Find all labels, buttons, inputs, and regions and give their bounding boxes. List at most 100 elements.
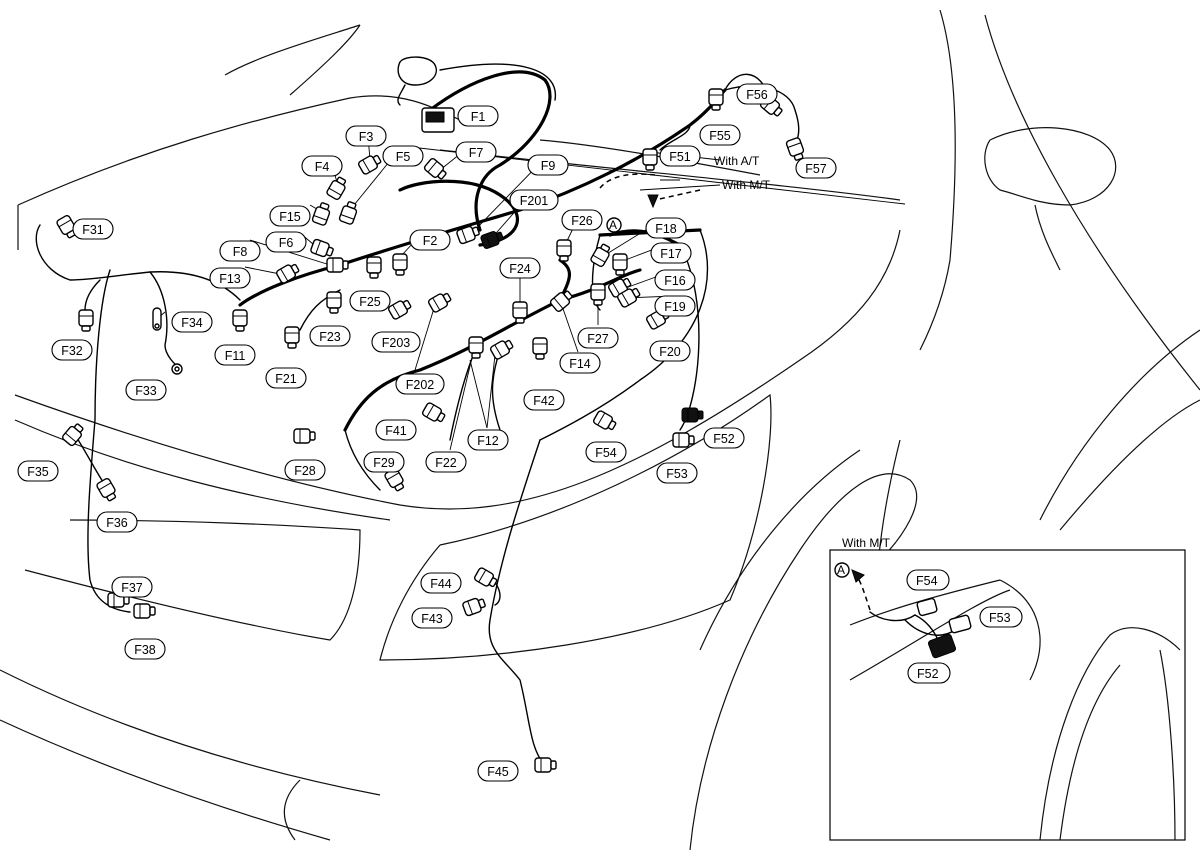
label-f31: F31 bbox=[72, 218, 114, 240]
label-f29: F29 bbox=[363, 451, 405, 473]
connector-f36 bbox=[96, 477, 117, 502]
label-f4-text: F4 bbox=[315, 160, 330, 174]
inset-connector-f54 bbox=[916, 597, 938, 617]
label-f26: F26 bbox=[561, 209, 603, 231]
connector-f28 bbox=[293, 428, 316, 444]
connector-f19 bbox=[616, 287, 641, 308]
label-f52-text: F52 bbox=[713, 432, 735, 446]
label-f22: F22 bbox=[425, 451, 467, 473]
label-f53-text: F53 bbox=[666, 467, 688, 481]
label-f16-text: F16 bbox=[664, 274, 686, 288]
label-f53: F53 bbox=[656, 462, 698, 484]
label-f18: F18 bbox=[645, 217, 687, 239]
label-f57: F57 bbox=[795, 157, 837, 179]
label-f202: F202 bbox=[395, 373, 445, 395]
label-f37-text: F37 bbox=[121, 581, 143, 595]
label-f33-text: F33 bbox=[135, 384, 157, 398]
connector-f45 bbox=[534, 757, 557, 773]
ground-terminal-f33 bbox=[171, 363, 183, 375]
inset-label-f52-box bbox=[907, 662, 951, 684]
label-f2: F2 bbox=[409, 229, 451, 251]
connector-f18 bbox=[590, 243, 611, 268]
label-f21-text: F21 bbox=[275, 372, 297, 386]
label-f17: F17 bbox=[650, 242, 692, 264]
label-f41-text: F41 bbox=[385, 424, 407, 438]
inset-title: With M/T bbox=[842, 536, 891, 550]
inset-connector-f53 bbox=[948, 614, 972, 634]
label-f12-text: F12 bbox=[477, 434, 499, 448]
connector-f17 bbox=[612, 253, 628, 276]
connector-layer bbox=[56, 88, 805, 773]
label-f202-text: F202 bbox=[406, 378, 435, 392]
label-f43: F43 bbox=[411, 607, 453, 629]
label-f2-text: F2 bbox=[423, 234, 438, 248]
connector-f202 bbox=[427, 292, 452, 313]
inset-label-f53: F53 bbox=[989, 611, 1011, 625]
label-f55: F55 bbox=[699, 124, 741, 146]
connector-f8 bbox=[326, 257, 349, 273]
with-mt-note: With M/T bbox=[722, 178, 771, 192]
connector-f55 bbox=[708, 88, 724, 111]
label-f19: F19 bbox=[654, 295, 696, 317]
label-f44-text: F44 bbox=[430, 577, 452, 591]
label-f43-text: F43 bbox=[421, 612, 443, 626]
label-f25: F25 bbox=[349, 290, 391, 312]
label-f33: F33 bbox=[125, 379, 167, 401]
label-f1: F1 bbox=[457, 105, 499, 127]
connector-f38 bbox=[133, 603, 156, 619]
connector-f41 bbox=[421, 402, 446, 423]
arrow-down-icon bbox=[647, 194, 659, 209]
label-f28: F28 bbox=[284, 459, 326, 481]
connector-f21 bbox=[284, 326, 300, 349]
label-f5: F5 bbox=[382, 145, 424, 167]
label-f36: F36 bbox=[96, 511, 138, 533]
connector-f22 bbox=[468, 336, 484, 359]
connector-f42 bbox=[532, 337, 548, 360]
label-f57-text: F57 bbox=[805, 162, 827, 176]
label-f7: F7 bbox=[455, 141, 497, 163]
label-f21: F21 bbox=[265, 367, 307, 389]
label-f34: F34 bbox=[171, 311, 213, 333]
label-f15-text: F15 bbox=[279, 210, 301, 224]
connector-f2 bbox=[392, 253, 408, 276]
label-f52: F52 bbox=[703, 427, 745, 449]
transmission-notes: With A/T With M/T A bbox=[599, 154, 771, 233]
fuse-block-part bbox=[397, 56, 455, 133]
connector-f4 bbox=[326, 176, 347, 201]
label-f201-text: F201 bbox=[520, 194, 549, 208]
label-f36-text: F36 bbox=[106, 516, 128, 530]
connector-f15 bbox=[311, 202, 331, 226]
label-f3-text: F3 bbox=[359, 130, 374, 144]
connector-f23 bbox=[326, 291, 342, 314]
inset-with-mt: With M/T A F54 F53 F52 bbox=[829, 536, 1186, 841]
connector-f54 bbox=[592, 410, 617, 431]
label-f27: F27 bbox=[577, 327, 619, 349]
connector-f24 bbox=[512, 301, 528, 324]
label-f38: F38 bbox=[124, 638, 166, 660]
connector-f7 bbox=[423, 158, 447, 180]
ref-marker-a: A bbox=[609, 218, 617, 232]
connector-f27 bbox=[590, 283, 606, 306]
label-f11-text: F11 bbox=[225, 349, 246, 363]
label-f15: F15 bbox=[269, 205, 311, 227]
label-f3: F3 bbox=[345, 125, 387, 147]
connector-f11 bbox=[232, 309, 248, 332]
label-f34-text: F34 bbox=[181, 316, 203, 330]
label-f20: F20 bbox=[649, 340, 691, 362]
connector-f9 bbox=[456, 225, 480, 245]
label-f11: F11 bbox=[214, 344, 256, 366]
inset-connector-f52 bbox=[927, 633, 957, 659]
label-f22-text: F22 bbox=[435, 456, 457, 470]
connector-f14 bbox=[549, 290, 573, 312]
label-f51-text: F51 bbox=[669, 150, 691, 164]
inset-label-f53-box bbox=[979, 606, 1023, 628]
label-f24: F24 bbox=[499, 257, 541, 279]
connector-f6 bbox=[310, 238, 334, 258]
connector-f13 bbox=[275, 263, 300, 284]
with-at-note: With A/T bbox=[714, 154, 760, 168]
label-f17-text: F17 bbox=[660, 247, 682, 261]
label-f5-text: F5 bbox=[396, 150, 411, 164]
inset-label-f54-box bbox=[906, 569, 950, 591]
connector-f51 bbox=[642, 148, 658, 171]
connector-f43 bbox=[462, 597, 486, 617]
